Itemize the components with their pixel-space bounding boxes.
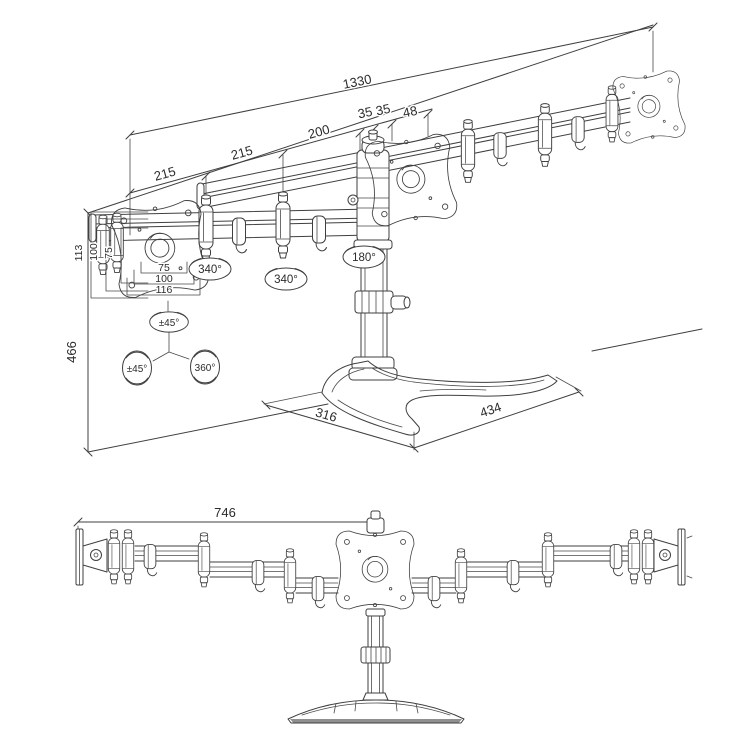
rotation-tilt-lateral: ±45° <box>127 364 148 375</box>
dim-label-arm-half-span: 746 <box>214 505 236 520</box>
dim-label-plate-width-vesa: 100 <box>155 273 173 285</box>
dim-label-arm-left-mid: 215 <box>229 143 254 163</box>
dim-label-plate-width-inner: 75 <box>158 262 170 274</box>
fv-center-plate <box>335 510 415 610</box>
front-view: 746 <box>73 504 693 724</box>
dim-label-center-offset: 48 <box>401 103 418 121</box>
dimension-vesa-plate: 113 100 75 75 100 116 <box>72 211 201 299</box>
center-column <box>347 129 393 250</box>
dimension-pole-height: 466 <box>63 208 93 457</box>
dim-label-plate-height-vesa: 100 <box>88 243 100 261</box>
dimension-arm-half-span: 746 <box>73 504 378 538</box>
rotation-rotate-full: 360° <box>195 363 216 374</box>
fv-base <box>287 699 465 724</box>
dimension-base: 316 434 <box>261 376 584 453</box>
fv-right-arms <box>411 532 629 609</box>
isometric-view: 1330 215 215 200 35 35 48 <box>63 22 703 457</box>
fv-left-arms <box>134 532 339 609</box>
dim-label-center-right: 35 <box>374 101 391 119</box>
fv-right-plate <box>627 528 693 586</box>
rotation-arm-joint-mid: 340° <box>274 274 298 286</box>
crossbar-front <box>88 208 373 243</box>
dim-label-pole-height: 466 <box>64 341 79 363</box>
right-monitor-plate <box>605 69 687 145</box>
dim-label-plate-width-outer: 116 <box>156 284 173 296</box>
dim-label-arm-left-outer: 215 <box>152 164 177 184</box>
dim-label-plate-height-inner: 75 <box>103 247 115 259</box>
dim-label-base-width: 434 <box>478 399 503 420</box>
dim-label-arm-left-inner: 200 <box>306 122 331 142</box>
dim-label-total-width: 1330 <box>341 71 372 92</box>
wall-floor-lines <box>87 24 703 453</box>
base-plate <box>321 360 558 436</box>
desk-pole <box>348 248 411 381</box>
dim-label-plate-height-outer: 113 <box>73 244 85 261</box>
dim-label-base-depth: 316 <box>314 404 339 424</box>
rotation-arm-joint-left: 340° <box>198 264 222 276</box>
rotation-pole-swivel: 180° <box>352 252 376 264</box>
rotation-tilt-vertical: ±45° <box>159 318 180 329</box>
fv-pole <box>360 608 391 701</box>
dimension-arm-chain: 215 215 200 35 35 48 <box>125 99 433 209</box>
fv-left-plate <box>75 528 135 586</box>
dim-label-center-left: 35 <box>356 104 373 122</box>
rotation-markers: 340° 340° 180° ±45° ±45° 360° <box>122 245 386 386</box>
